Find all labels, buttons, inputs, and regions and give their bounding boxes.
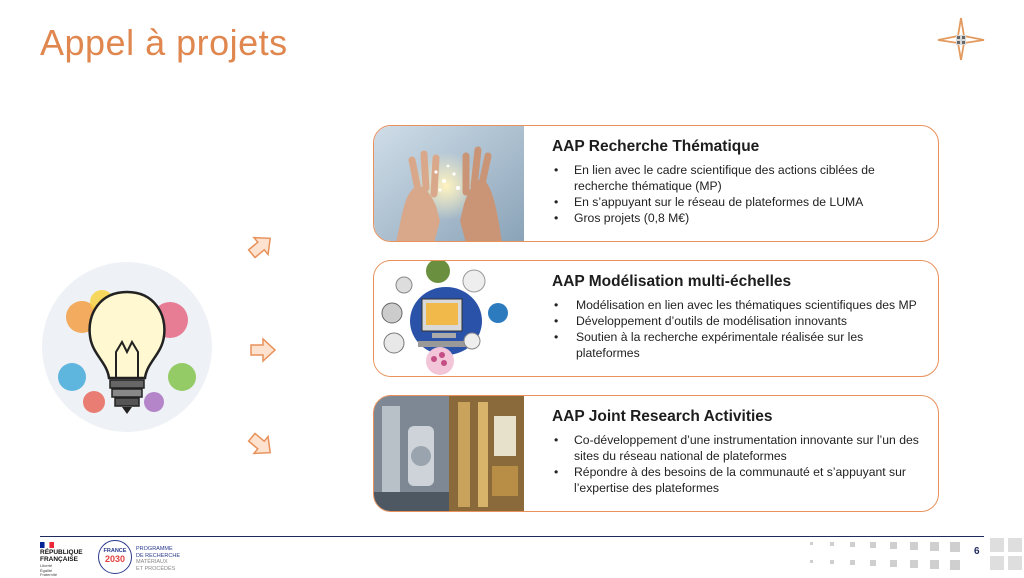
rf-line: FRANÇAISE — [40, 556, 78, 563]
hands-light-image — [374, 126, 524, 241]
motto-line: Égalité — [40, 567, 53, 573]
lab-instrumentation-image — [374, 396, 524, 511]
bullet-item: Gros projets (0,8 M€) — [552, 210, 922, 226]
card-title: AAP Recherche Thématique — [552, 138, 760, 155]
card-recherche-thematique: AAP Recherche Thématique En lien avec le… — [373, 125, 939, 242]
france-2030-logo: FRANCE 2030 — [98, 540, 132, 574]
programme-line: DE RECHERCHE — [136, 552, 181, 559]
arrow-up-right-icon — [247, 236, 272, 259]
lightbulb-illustration — [42, 262, 212, 432]
rf-line: RÉPUBLIQUE — [40, 549, 83, 556]
card-modelisation-multi-echelles: AAP Modélisation multi-échelles Modélisa… — [373, 260, 939, 377]
bullet-item: Développement d’outils de modélisation i… — [552, 313, 922, 329]
page-number: 6 — [974, 546, 980, 557]
programme-sub-line: ET PROCÉDÉS — [136, 565, 176, 572]
bullet-list: Co-développement d’une instrumentation i… — [552, 432, 922, 496]
slide-title: Appel à projets — [40, 22, 288, 63]
card-title: AAP Joint Research Activities — [552, 408, 773, 425]
star-logo-icon — [937, 17, 985, 61]
bullet-item: En s’appuyant sur le réseau de plateform… — [552, 194, 922, 210]
dot-pattern-decoration — [810, 538, 1022, 570]
bullet-item: Soutien à la recherche expérimentale réa… — [552, 329, 922, 361]
arrow-right-icon — [250, 337, 277, 363]
card-title: AAP Modélisation multi-échelles — [552, 273, 792, 290]
bullet-item: Répondre à des besoins de la communauté … — [552, 464, 922, 496]
republique-francaise-label: RÉPUBLIQUE FRANÇAISE — [40, 549, 83, 563]
programme-sub-line: MATÉRIAUX — [136, 559, 168, 565]
marianne-flag-icon — [40, 542, 54, 548]
modeling-computer-image — [374, 261, 524, 376]
bullet-item: En lien avec le cadre scientifique des a… — [552, 162, 922, 194]
france2030-year: 2030 — [104, 554, 126, 564]
arrow-down-right-icon — [247, 432, 272, 455]
footer-divider — [40, 536, 984, 537]
bullet-list: En lien avec le cadre scientifique des a… — [552, 162, 922, 226]
republic-motto: Liberté Égalité Fraternité — [40, 563, 58, 578]
motto-line: Liberté — [40, 563, 53, 568]
programme-label: PROGRAMME DE RECHERCHE MATÉRIAUX ET PROC… — [136, 546, 180, 572]
bullet-list: Modélisation en lien avec les thématique… — [552, 297, 922, 361]
motto-line: Fraternité — [40, 572, 58, 577]
bullet-item: Modélisation en lien avec les thématique… — [552, 297, 922, 313]
bullet-item: Co-développement d’une instrumentation i… — [552, 432, 922, 464]
card-joint-research-activities: AAP Joint Research Activities Co-dévelop… — [373, 395, 939, 512]
programme-line: PROGRAMME — [136, 546, 173, 552]
france2030-top: FRANCE — [103, 548, 127, 554]
